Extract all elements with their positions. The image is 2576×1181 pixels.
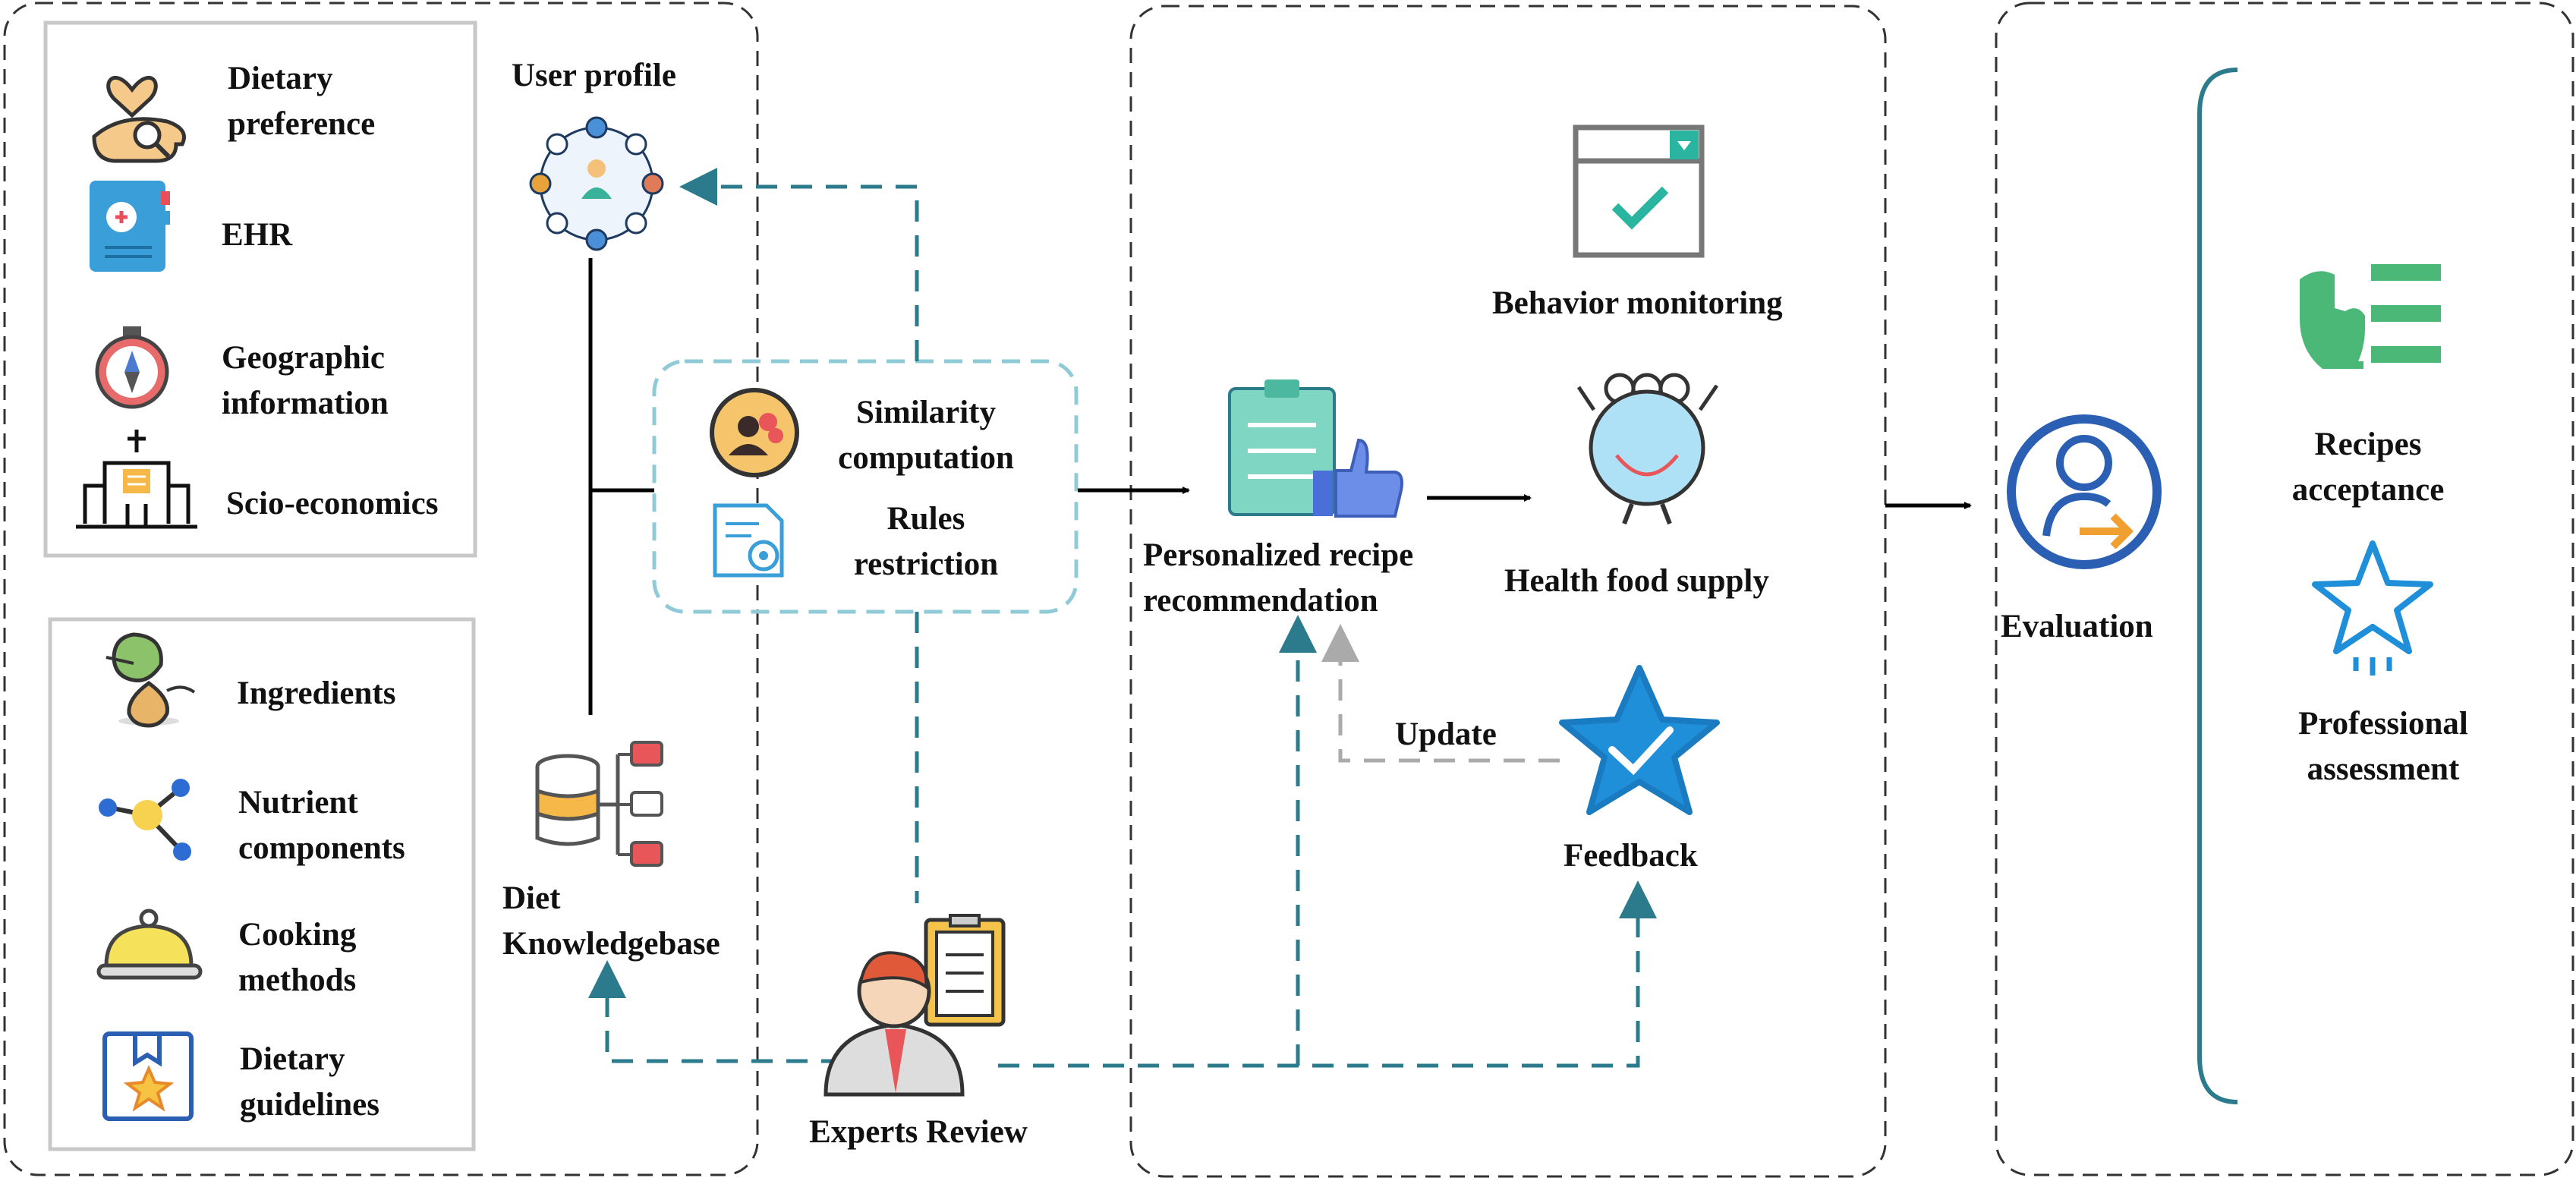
star-rating-icon: [2312, 540, 2433, 676]
socio-economics-label: Scio-economics: [226, 486, 439, 521]
dietary-preference-label-1: Dietary: [228, 61, 333, 96]
ehr-label: EHR: [222, 217, 293, 253]
nutrient-components-label-2: components: [238, 830, 405, 866]
similarity-rules-box: [652, 359, 1079, 614]
user-profile-items-box: [43, 20, 477, 558]
recipes-acceptance-label-2: acceptance: [2291, 472, 2445, 508]
feedback-star-icon: [1559, 665, 1720, 815]
recommendation-label-2: recommendation: [1143, 583, 1378, 619]
ehr-folder-icon: [90, 181, 170, 272]
heart-hand-icon: [92, 76, 186, 163]
rules-label-2: restriction: [853, 546, 999, 582]
cloche-icon: [96, 909, 203, 980]
middle-panel: [1129, 5, 1887, 1178]
flow-experts-to-feedback: [998, 880, 1657, 1068]
flow-update-to-recommendation: [1321, 624, 1560, 763]
rules-gear-icon: [713, 503, 784, 578]
similarity-label-1: Similarity: [856, 395, 996, 430]
cooking-methods-label-1: Cooking: [238, 917, 357, 953]
hand-list-icon: [2300, 264, 2441, 369]
geographic-information-label-1: Geographic: [222, 340, 385, 376]
user-profile-title: User profile: [512, 58, 676, 93]
evaluation-label: Evaluation: [2001, 609, 2153, 644]
knowledgebase-title-2: Knowledgebase: [502, 926, 720, 962]
similarity-label-2: computation: [838, 440, 1014, 476]
recipes-acceptance-label-1: Recipes: [2314, 427, 2422, 462]
knowledge-items-box: [48, 617, 476, 1151]
professional-assessment-label-1: Professional: [2298, 706, 2468, 742]
expert-reviewer-icon: [824, 914, 1006, 1097]
nutrient-components-label-1: Nutrient: [238, 785, 358, 820]
left-panel: [3, 2, 759, 1176]
ingredients-fruit-icon: [105, 632, 196, 728]
recommendation-label-1: Personalized recipe: [1143, 537, 1414, 573]
knowledgebase-title-1: Diet: [502, 880, 561, 916]
dietary-guidelines-label-1: Dietary: [240, 1041, 345, 1077]
update-label: Update: [1395, 716, 1497, 752]
compass-icon: [95, 326, 169, 409]
molecule-icon: [99, 779, 191, 861]
evaluation-user-icon: [2007, 414, 2162, 569]
professional-assessment-label-2: assessment: [2307, 751, 2460, 787]
ingredients-label: Ingredients: [237, 676, 396, 711]
browser-check-icon: [1573, 124, 1705, 258]
evaluation-bracket: [2197, 68, 2238, 1104]
behavior-monitoring-label: Behavior monitoring: [1492, 285, 1783, 321]
dietary-preference-label-2: preference: [228, 106, 376, 142]
hospital-building-icon: [76, 430, 197, 529]
flow-experts-to-knowledgebase: [588, 960, 842, 1063]
user-network-icon: [529, 116, 664, 251]
health-food-supply-label: Health food supply: [1504, 563, 1769, 599]
rules-label-1: Rules: [886, 501, 965, 537]
geographic-information-label-2: information: [222, 386, 389, 421]
guideline-bookmark-icon: [102, 1031, 194, 1121]
database-icon: [535, 741, 663, 867]
flow-similarity-to-profile: [679, 168, 919, 361]
experts-review-label: Experts Review: [809, 1114, 1028, 1150]
dietary-guidelines-label-2: guidelines: [240, 1087, 379, 1123]
right-panel: [1995, 2, 2574, 1176]
plate-character-icon: [1576, 373, 1719, 525]
cooking-methods-label-2: methods: [238, 962, 357, 998]
clipboard-thumbs-up-icon: [1228, 379, 1403, 518]
similarity-user-icon: [710, 388, 799, 477]
feedback-label: Feedback: [1564, 838, 1698, 874]
